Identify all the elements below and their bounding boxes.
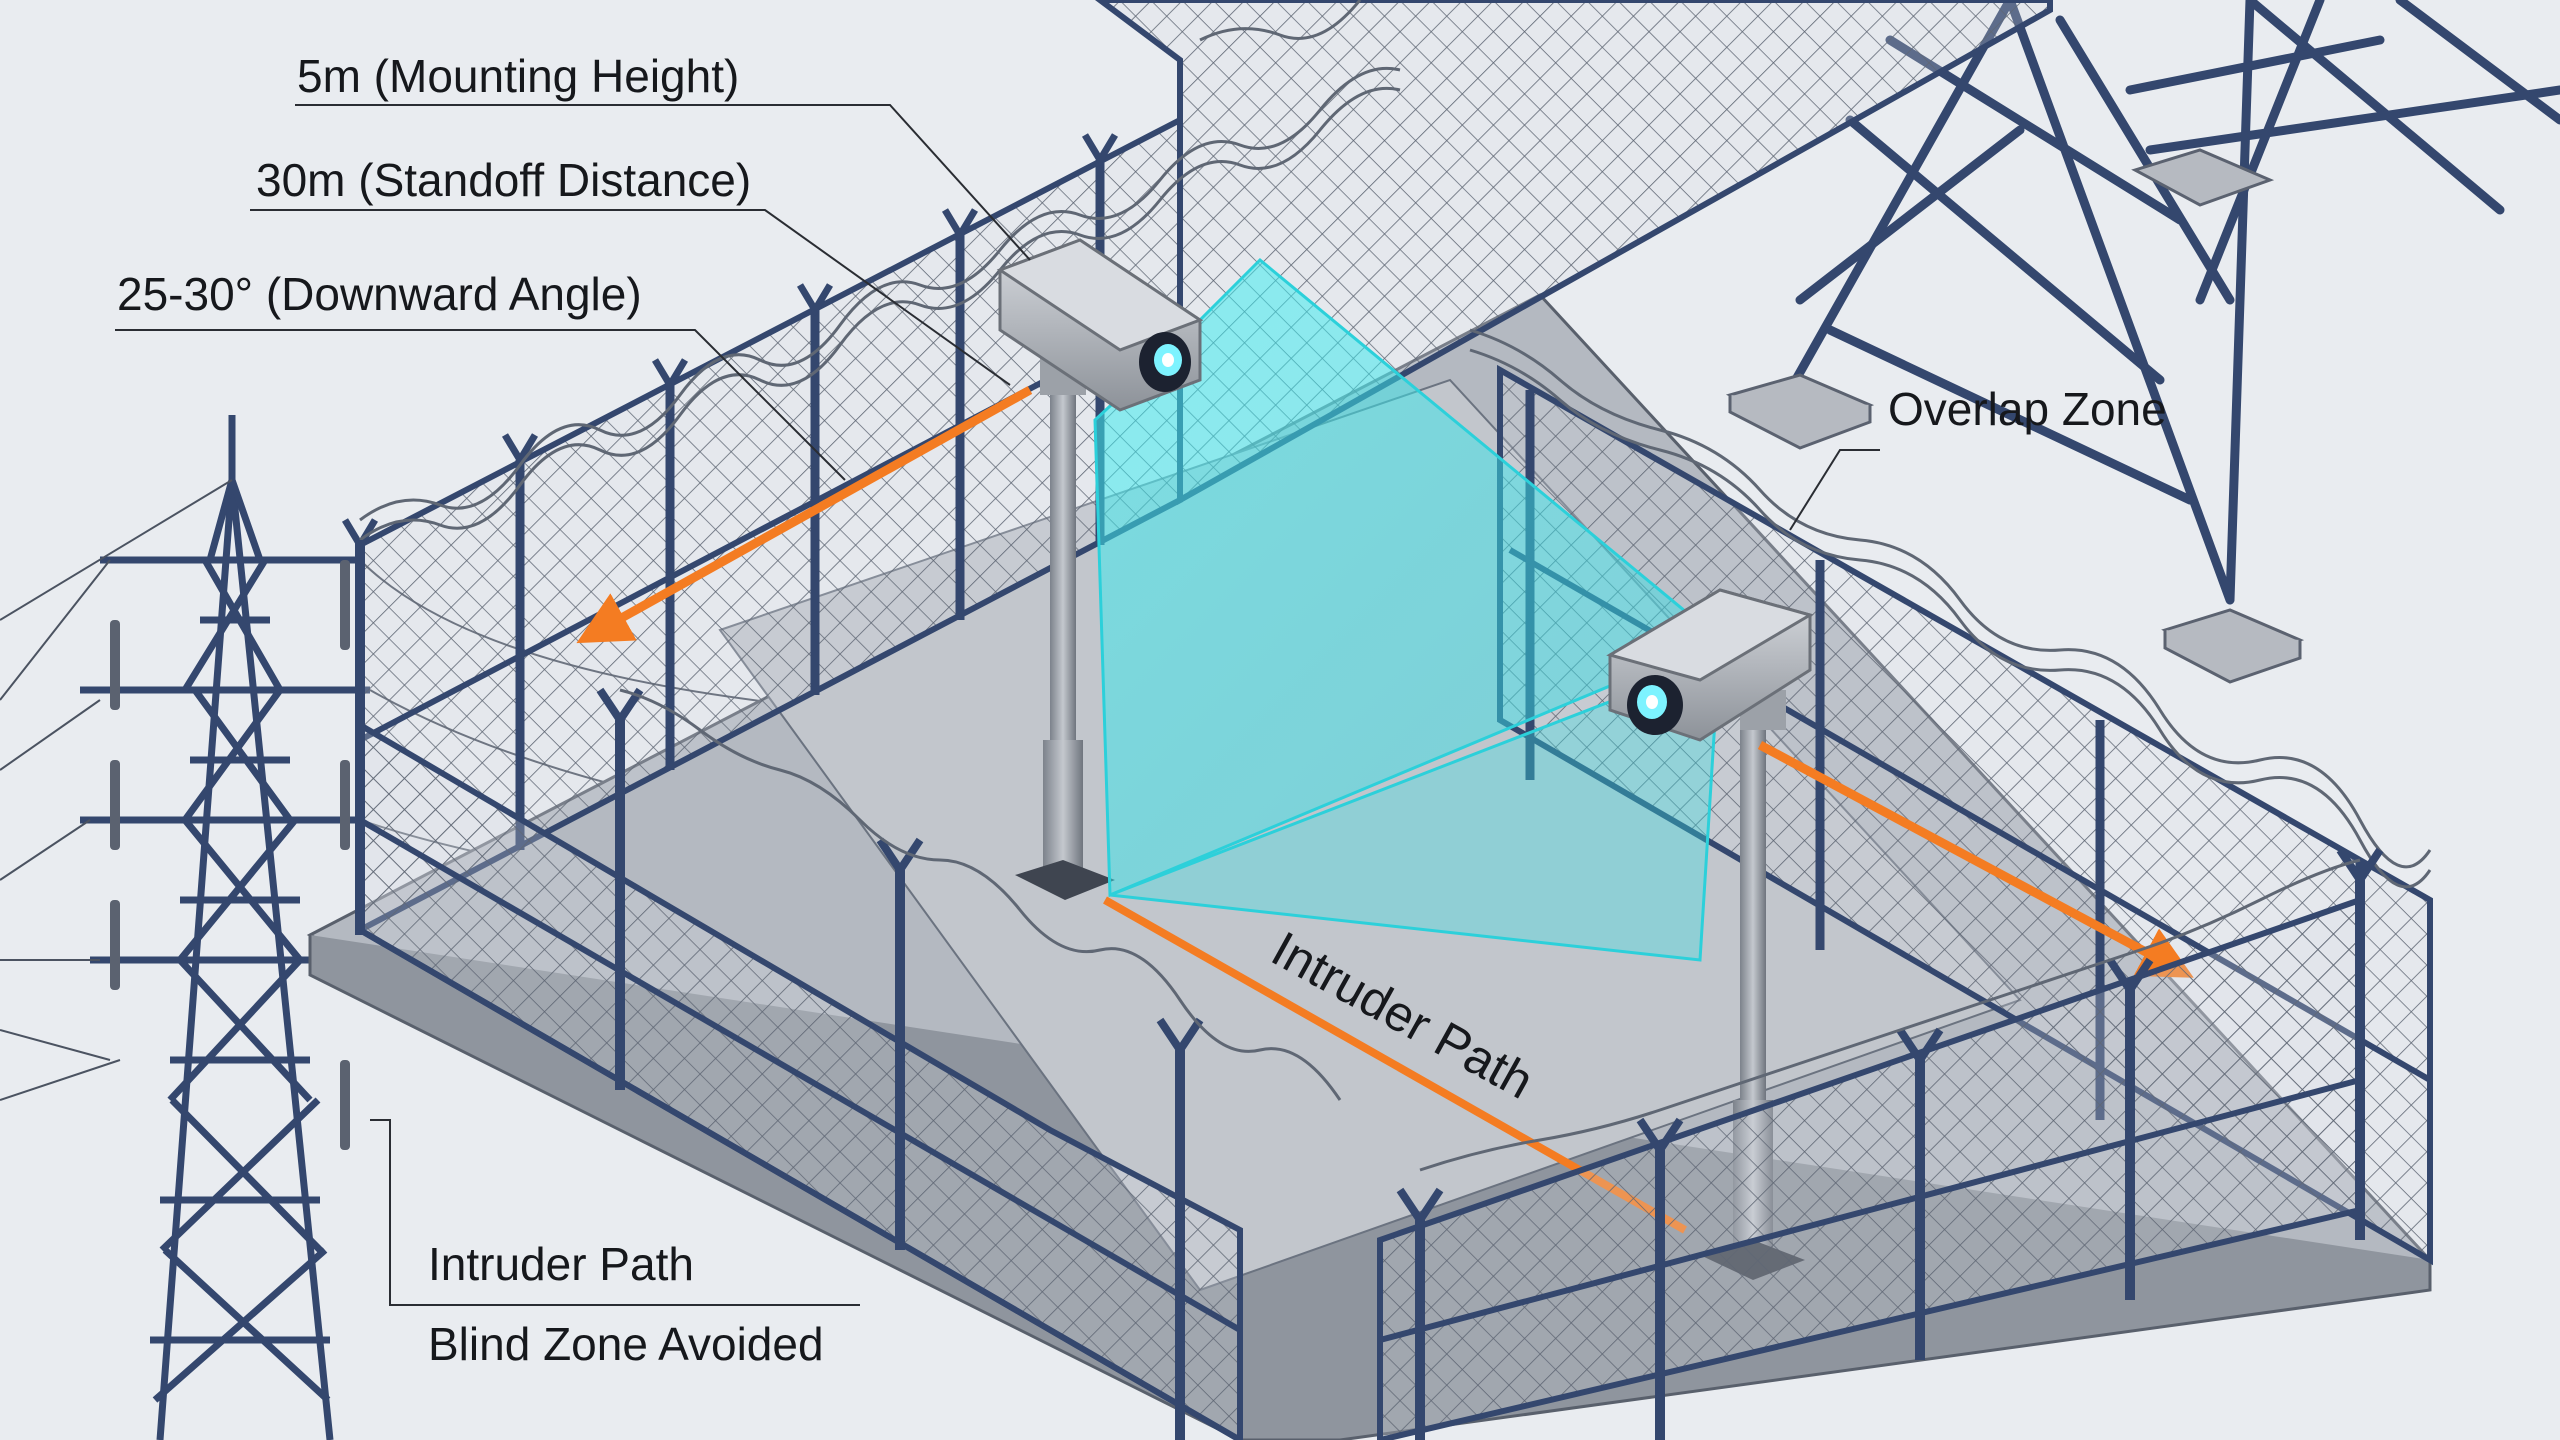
blind-zone-avoided-label: Blind Zone Avoided (428, 1318, 824, 1370)
standoff-distance-label: 30m (Standoff Distance) (256, 154, 751, 206)
overlap-zone-label: Overlap Zone (1888, 383, 2167, 435)
intruder-path-callout-label: Intruder Path (428, 1238, 694, 1290)
mounting-height-label: 5m (Mounting Height) (297, 50, 739, 102)
downward-angle-label: 25-30° (Downward Angle) (117, 268, 642, 320)
